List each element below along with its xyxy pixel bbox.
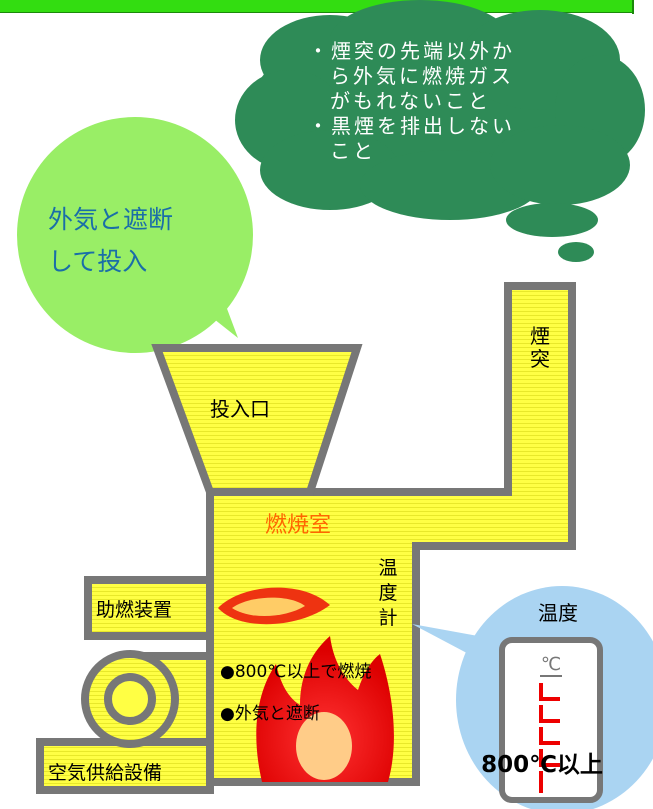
chimney-label-2: 突 bbox=[530, 347, 550, 371]
bubble-text-line2: して投入 bbox=[48, 247, 147, 276]
auxiliary-burner bbox=[84, 576, 214, 640]
gauge-scale-marks bbox=[539, 683, 560, 793]
main-flame bbox=[256, 636, 394, 782]
hopper-label: 投入口 bbox=[210, 397, 270, 421]
furnace-body bbox=[206, 282, 576, 786]
cloud-text-line3: がもれないこと bbox=[330, 89, 491, 113]
temperature-reading: 800℃以上 bbox=[481, 752, 603, 778]
flame-core bbox=[296, 712, 352, 780]
cloud-puff-small bbox=[558, 242, 594, 262]
temperature-callout-title: 温度 bbox=[538, 601, 578, 625]
bubble-text-line1: 外気と遮断 bbox=[48, 205, 173, 234]
condition-label-2: ●外気と遮断 bbox=[220, 704, 320, 724]
cloud-puff-large bbox=[506, 203, 598, 237]
cloud-text-line2: ら外気に燃焼ガス bbox=[330, 64, 514, 88]
cloud-text-line4: ・黒煙を排出しない bbox=[308, 114, 515, 138]
hopper bbox=[151, 344, 363, 496]
chimney-label-1: 煙 bbox=[530, 324, 550, 348]
gauge-unit: ℃ bbox=[541, 654, 561, 675]
thermometer-label-1: 温 bbox=[378, 557, 397, 579]
burner-flame-core bbox=[232, 597, 305, 617]
thermometer-gauge: ℃ bbox=[499, 637, 603, 803]
speech-bubble bbox=[17, 117, 253, 353]
thermometer-label-3: 計 bbox=[378, 607, 397, 629]
blower bbox=[81, 650, 214, 748]
thought-cloud bbox=[235, 0, 645, 262]
auxiliary-burner-label: 助燃装置 bbox=[96, 599, 172, 621]
cloud-text-line1: ・煙突の先端以外か bbox=[308, 39, 515, 63]
air-supply-label: 空気供給設備 bbox=[48, 762, 162, 784]
header-bar-edge bbox=[632, 0, 634, 14]
air-supply-duct bbox=[36, 738, 214, 794]
combustion-chamber-label: 燃焼室 bbox=[265, 513, 331, 538]
condition-label-1: ●800℃以上で燃焼 bbox=[220, 662, 371, 682]
cloud-text-line5: こと bbox=[330, 139, 376, 163]
thermometer-label-2: 度 bbox=[378, 582, 397, 604]
